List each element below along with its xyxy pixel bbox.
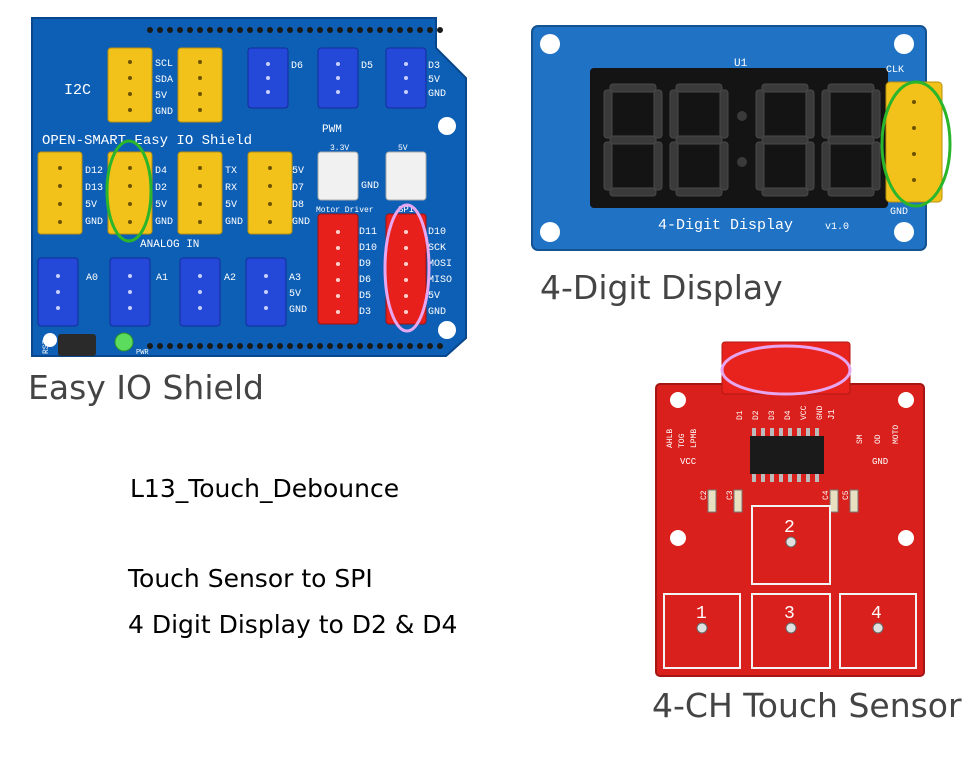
shield-analog-label: ANALOG IN xyxy=(140,239,199,251)
shield-digital-pin-label: 5V xyxy=(85,200,97,211)
touch-cap-label: C3 xyxy=(726,490,735,500)
shield-i2c-pin-label: GND xyxy=(155,107,173,118)
display-silk-name: 4-Digit Display xyxy=(658,217,793,234)
shield-spi-pin-label: MOSI xyxy=(428,259,452,270)
shield-motor-pin-label: D9 xyxy=(359,259,371,270)
shield-digital-pin-label: GND xyxy=(85,217,103,228)
shield-spi-pin-label: D10 xyxy=(428,227,446,238)
shield-digital-pin-label: D13 xyxy=(85,183,103,194)
shield-serial-pin-label: RX xyxy=(225,183,237,194)
touch-pad-3-label: 3 xyxy=(784,604,795,624)
touch-jumper-label: OD xyxy=(874,434,883,444)
shield-digital-pin-label: D2 xyxy=(155,183,167,194)
shield-digital-pin-label: D8 xyxy=(292,200,304,211)
caption-4-ch-touch-sensor: 4-CH Touch Sensor xyxy=(652,686,962,725)
shield-motor-label: Motor Driver xyxy=(316,206,374,215)
touch-vcc-label: VCC xyxy=(680,457,697,467)
shield-digital-pin-label: 5V xyxy=(155,200,167,211)
shield-5v-label: 5V xyxy=(398,144,408,153)
touch-cap-label: C2 xyxy=(700,490,709,500)
shield-analog-pin-label: GND xyxy=(289,305,307,316)
display-gnd-label: GND xyxy=(890,207,908,218)
shield-pwm-pin-label: D5 xyxy=(361,61,373,72)
shield-motor-pin-label: D11 xyxy=(359,227,377,238)
shield-spi-pin-label: MISO xyxy=(428,275,452,286)
shield-spi-pin-label: SCK xyxy=(428,243,446,254)
display-version: v1.0 xyxy=(825,222,849,233)
shield-i2c-pin-label: 5V xyxy=(155,91,167,102)
easy-io-shield-board: I2C OPEN-SMART Easy IO Shield PWM ANALOG… xyxy=(0,0,470,365)
touch-jumper-label: TOG xyxy=(678,433,687,448)
shield-33v-label: 3.3V xyxy=(330,144,349,153)
four-ch-touch-sensor-board: 2 1 3 4 J1 VCC GND D1D2D3D4VCCGNDAHLBTOG… xyxy=(650,340,932,680)
shield-serial-pin-label: 5V xyxy=(225,200,237,211)
shield-motor-pin-label: D3 xyxy=(359,307,371,318)
shield-pwm-pin-label: D6 xyxy=(291,61,303,72)
touch-cap-label: C5 xyxy=(842,490,851,500)
shield-analog-pin-label: A2 xyxy=(224,273,236,284)
touch-jumper-label: MOTO xyxy=(892,425,901,444)
shield-serial-pin-label: GND xyxy=(225,217,243,228)
display-ref-label: U1 xyxy=(734,58,748,70)
shield-digital-pin-label: 5V xyxy=(292,166,304,177)
touch-j1-label: J1 xyxy=(827,409,837,420)
touch-header-pin-label: D1 xyxy=(736,410,745,420)
touch-pad-2-label: 2 xyxy=(784,518,795,538)
caption-4-digit-display: 4-Digit Display xyxy=(540,268,783,307)
shield-spi-pin-label: GND xyxy=(428,307,446,318)
shield-title-silk: OPEN-SMART Easy IO Shield xyxy=(42,133,252,149)
shield-analog-pin-label: A0 xyxy=(86,273,98,284)
four-digit-display-board: U1 CLK GND 4-Digit Display v1.0 xyxy=(530,24,960,256)
shield-digital-pin-label: D7 xyxy=(292,183,304,194)
touch-jumper-label: LPMB xyxy=(690,429,699,448)
shield-i2c-pin-label: SCL xyxy=(155,59,173,70)
shield-digital-pin-label: GND xyxy=(155,217,173,228)
shield-motor-pin-label: D6 xyxy=(359,275,371,286)
display-clk-label: CLK xyxy=(886,65,904,76)
touch-cap-label: C4 xyxy=(822,490,831,500)
shield-digital-pin-label: GND xyxy=(292,217,310,228)
note-title: L13_Touch_Debounce xyxy=(130,474,399,503)
shield-pwm-label: PWM xyxy=(322,124,342,136)
touch-jumper-label: SM xyxy=(856,434,865,444)
touch-header-pin-label: GND xyxy=(816,405,825,420)
note-line-1: Touch Sensor to SPI xyxy=(128,564,373,593)
shield-analog-pin-label: A3 xyxy=(289,273,301,284)
shield-pwr-label: PWR xyxy=(136,349,149,357)
shield-rst-label: RST xyxy=(42,339,51,354)
shield-pwm-pin-label: D3 xyxy=(428,61,440,72)
caption-easy-io-shield: Easy IO Shield xyxy=(28,368,264,407)
shield-i2c-label: I2C xyxy=(64,82,91,99)
shield-i2c-pin-label: SDA xyxy=(155,75,173,86)
touch-header-pin-label: D3 xyxy=(768,410,777,420)
shield-pwm-pin-label: 5V xyxy=(428,75,440,86)
shield-digital-pin-label: D12 xyxy=(85,166,103,177)
touch-header-pin-label: VCC xyxy=(800,405,809,420)
shield-motor-pin-label: D10 xyxy=(359,243,377,254)
shield-motor-pin-label: D5 xyxy=(359,291,371,302)
shield-serial-pin-label: TX xyxy=(225,166,237,177)
touch-header-pin-label: D4 xyxy=(784,410,793,420)
touch-header-pin-label: D2 xyxy=(752,410,761,420)
shield-analog-pin-label: A1 xyxy=(156,273,168,284)
touch-jumper-label: AHLB xyxy=(666,429,675,448)
touch-pad-1-label: 1 xyxy=(696,604,707,624)
shield-digital-pin-label: D4 xyxy=(155,166,167,177)
shield-analog-pin-label: 5V xyxy=(289,289,301,300)
shield-gnd-label: GND xyxy=(361,181,379,192)
touch-pad-4-label: 4 xyxy=(871,604,882,624)
shield-pwm-pin-label: GND xyxy=(428,89,446,100)
shield-spi-pin-label: 5V xyxy=(428,291,440,302)
touch-gnd-label: GND xyxy=(872,457,888,467)
note-line-2: 4 Digit Display to D2 & D4 xyxy=(128,610,457,639)
